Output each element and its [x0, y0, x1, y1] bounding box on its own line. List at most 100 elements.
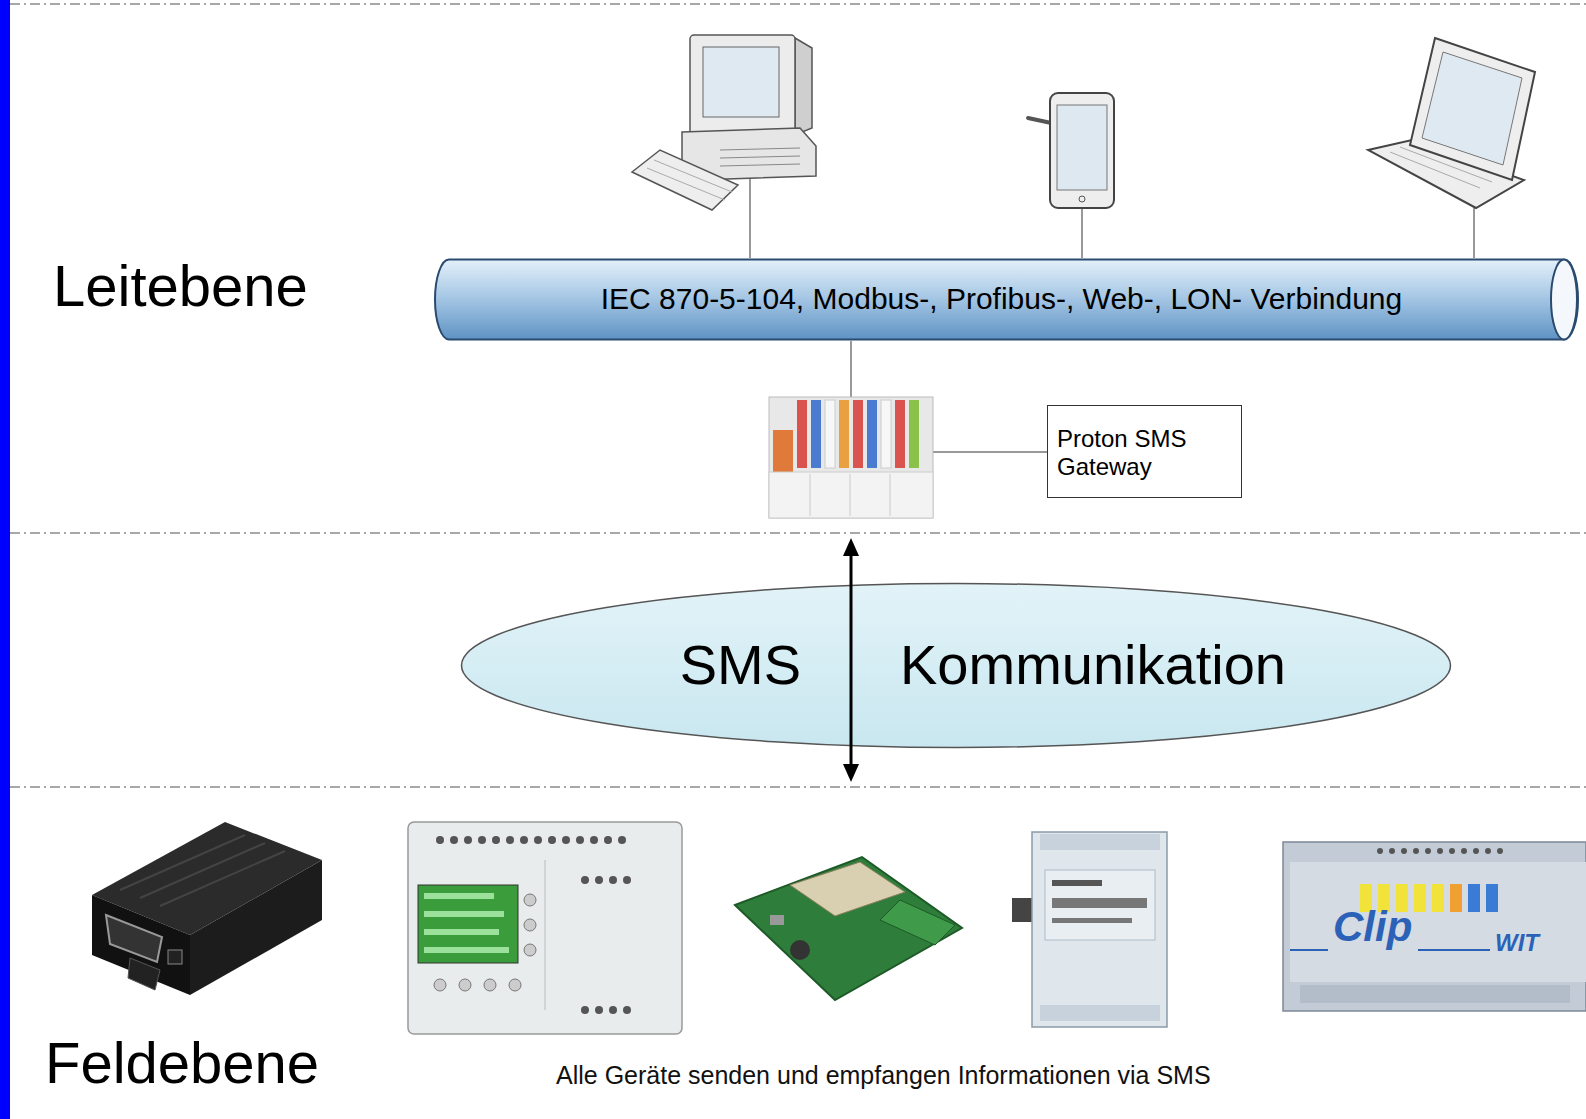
clip-controller-image — [1389, 848, 1395, 854]
plc-controller-image — [484, 979, 496, 991]
clip-controller-image — [1497, 848, 1503, 854]
plc-controller-image — [492, 836, 500, 844]
node-text: Kommunikation — [900, 633, 1286, 697]
node-text: SMS — [680, 633, 801, 697]
gateway-device-image — [881, 400, 891, 468]
dashed-separator — [10, 532, 1586, 534]
gateway-device-image — [811, 400, 821, 468]
bus-drop-line — [1473, 205, 1475, 258]
laptop-icon — [1410, 38, 1535, 180]
gateway-device-image — [895, 400, 905, 468]
clip-controller-image — [1283, 842, 1586, 1011]
tablet-icon — [1028, 93, 1114, 208]
plc-controller-image — [424, 911, 504, 917]
desktop-computer-icon — [720, 156, 800, 158]
plc-controller-image — [604, 836, 612, 844]
gsm-modem-image — [128, 958, 160, 990]
bus-drop-line — [749, 178, 751, 258]
laptop-icon — [1422, 52, 1522, 165]
gateway-device-image — [839, 400, 849, 468]
gsm-modem-image — [160, 851, 285, 906]
plc-controller-image — [509, 979, 521, 991]
plc-controller-image — [524, 894, 536, 906]
clip-controller-image — [1468, 884, 1480, 912]
tablet-icon — [1050, 93, 1114, 208]
device-brand: WIT — [1495, 930, 1539, 956]
gateway-device-image — [773, 430, 793, 475]
plc-controller-image — [595, 876, 603, 884]
gateway-device-image — [890, 474, 891, 516]
pcb-module-image — [880, 900, 955, 945]
plc-controller-image — [436, 836, 444, 844]
clip-controller-image — [1485, 848, 1491, 854]
gsm-module-image — [1040, 1005, 1160, 1021]
laptop-icon — [1400, 147, 1492, 182]
plc-controller-image — [524, 944, 536, 956]
gateway-device-image — [853, 400, 863, 468]
clip-controller-image — [1437, 848, 1443, 854]
ellipse-outline — [462, 584, 1451, 748]
gateway-device-image — [810, 474, 811, 516]
plc-controller-image — [548, 836, 556, 844]
desktop-computer-icon — [720, 164, 800, 166]
clip-controller-image — [1425, 848, 1431, 854]
plc-controller-image — [623, 1006, 631, 1014]
laptop-icon — [1390, 152, 1480, 188]
arrow-head — [843, 764, 859, 782]
tablet-icon — [1079, 196, 1085, 202]
plc-controller-image — [623, 876, 631, 884]
pcb-module-image — [790, 862, 905, 916]
plc-controller-image — [520, 836, 528, 844]
node-text: Proton SMS Gateway — [1057, 425, 1217, 480]
gsm-modem-image — [140, 843, 265, 898]
plc-controller-image — [609, 1006, 617, 1014]
gsm-module-image — [1052, 918, 1132, 923]
sms-ellipse: SMS Kommunikation — [460, 582, 1452, 749]
plc-controller-image — [609, 876, 617, 884]
desktop-computer-icon — [703, 47, 779, 117]
plc-controller-image — [464, 836, 472, 844]
note-text: Alle Geräte senden und empfangen Informa… — [556, 1062, 1211, 1090]
clip-controller-image — [1418, 949, 1490, 951]
gsm-modem-image — [106, 915, 162, 962]
clip-controller-image — [1486, 884, 1498, 912]
gsm-module-image — [1032, 832, 1167, 1027]
bus-pipe: IEC 870-5-104, Modbus-, Profibus-, Web-,… — [433, 258, 1580, 341]
clip-controller-image — [1449, 848, 1455, 854]
clip-controller-image — [1300, 985, 1570, 1003]
plc-controller-image — [581, 1006, 589, 1014]
plc-controller-image — [424, 929, 499, 935]
clip-controller-image — [1432, 884, 1444, 912]
plc-controller-image — [459, 979, 471, 991]
gsm-modem-image — [168, 950, 182, 964]
gsm-modem-image — [92, 895, 190, 995]
plc-controller-image — [408, 822, 682, 1034]
clip-controller-image — [1450, 884, 1462, 912]
plc-controller-image — [618, 836, 626, 844]
bus-drop-line — [1081, 208, 1083, 258]
plc-controller-image — [418, 885, 518, 963]
gateway-label-box: Proton SMS Gateway — [1047, 405, 1242, 498]
desktop-computer-icon — [632, 35, 816, 210]
pipe-end — [1551, 260, 1577, 340]
desktop-computer-icon — [690, 35, 795, 135]
plc-controller-image — [576, 836, 584, 844]
dashed-separator — [10, 786, 1586, 788]
plc-controller-image — [545, 860, 546, 1010]
plc-controller-image — [506, 836, 514, 844]
plc-controller-image — [434, 894, 536, 991]
gsm-module-image — [1040, 834, 1160, 850]
plc-controller-image — [595, 1006, 603, 1014]
gsm-modem-image — [190, 860, 322, 995]
gsm-modem-image — [92, 822, 322, 995]
plc-controller-image — [534, 836, 542, 844]
level-heading: Leitebene — [53, 254, 308, 318]
laptop-icon — [1368, 38, 1535, 208]
bus-drop-line — [850, 341, 852, 397]
gsm-module-image — [1045, 870, 1155, 940]
clip-controller-image — [1413, 848, 1419, 854]
device-brand: Clip — [1333, 904, 1412, 950]
